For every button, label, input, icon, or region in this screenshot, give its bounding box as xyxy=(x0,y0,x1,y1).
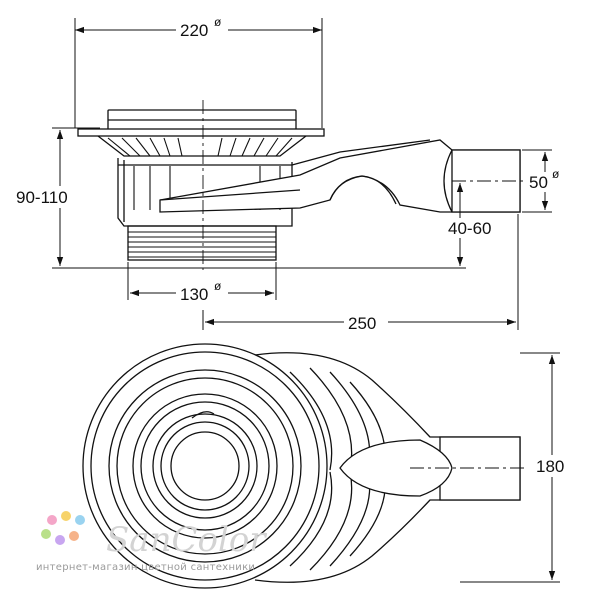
drain-hole xyxy=(170,431,240,501)
logo-dot-5 xyxy=(55,535,65,545)
logo-dot-2 xyxy=(61,511,71,521)
outlet-opening xyxy=(339,439,453,497)
diameter-symbol: ø xyxy=(214,279,222,293)
logo-dot-1 xyxy=(47,515,57,525)
upper-body xyxy=(97,135,307,157)
threaded-base xyxy=(127,225,277,261)
diameter-symbol: ø xyxy=(214,15,222,29)
side-view-dimensions: 220 ø 90-110 50 ø 40-60 130 ø 250 xyxy=(12,15,568,333)
watermark: SanColor интернет-магазин цветной сантех… xyxy=(36,511,267,573)
outlet-pipe-top xyxy=(439,436,521,501)
top-view xyxy=(82,343,525,589)
dimension-top-diameter: 220 xyxy=(180,21,208,40)
dimension-outlet-diameter: 50 xyxy=(529,173,548,192)
flange-outer-ring xyxy=(82,343,328,589)
watermark-brand: SanColor xyxy=(106,520,267,560)
dimension-length: 250 xyxy=(348,314,376,333)
diameter-symbol: ø xyxy=(552,167,560,181)
dimension-base-diameter: 130 xyxy=(180,285,208,304)
side-view xyxy=(77,100,525,270)
watermark-tagline: интернет-магазин цветной сантехники xyxy=(36,562,255,573)
dimension-outlet-height: 40-60 xyxy=(448,219,491,238)
flange xyxy=(77,128,325,137)
top-view-dimensions: 180 xyxy=(460,352,580,583)
dimension-width: 180 xyxy=(536,457,564,476)
logo-dot-4 xyxy=(41,529,51,539)
logo-dot-3 xyxy=(75,515,85,525)
logo-dot-6 xyxy=(69,531,79,541)
dimension-height-range: 90-110 xyxy=(16,188,68,207)
